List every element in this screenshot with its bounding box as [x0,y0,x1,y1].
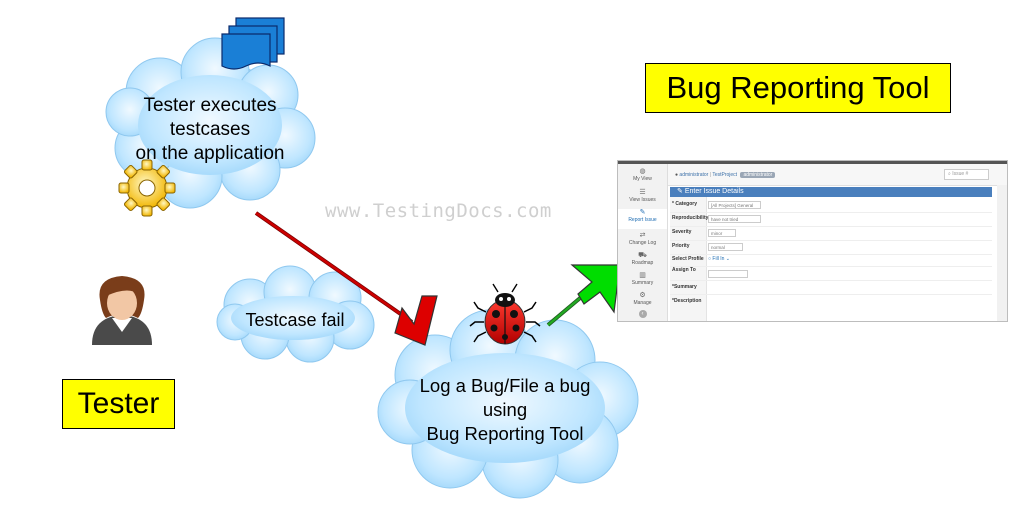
form-row-description: *Description [670,294,992,321]
field-label: Severity [672,229,692,235]
chevron-down-icon: ⌄ [725,256,730,262]
cloud-log-text: Log a Bug/File a bug using Bug Reporting… [395,374,615,446]
tester-label: Tester [62,379,175,429]
bar-chart-icon: ▥ [639,272,646,279]
sidebar-item-label: Change Log [628,240,657,246]
green-arrow [546,264,621,327]
issue-search-input[interactable]: ⌕ Issue # [944,169,989,180]
field-label: Select Profile [672,256,704,262]
breadcrumb-separator: | [709,172,713,178]
screenshot-header: ● administrator | TestProject administra… [668,164,1007,186]
sidebar-item-report-issue[interactable]: ✎ Report Issue [618,209,667,229]
list-icon: ☰ [639,189,646,196]
reproducibility-select[interactable]: have not tried [708,215,761,223]
fill-in-label: Fill In [712,256,725,262]
field-label: *Summary [672,284,697,290]
sidebar-collapse-button[interactable]: ‹ [618,310,667,318]
retweet-icon: ⇄ [639,232,646,239]
form-label-column [670,197,707,321]
cloud-log-line-1: Log a Bug/File a bug [419,375,591,396]
sidebar-item-change-log[interactable]: ⇄ Change Log [618,232,667,246]
sidebar-item-manage[interactable]: ⚙ Manage [618,292,667,306]
form-title-text: Enter Issue Details [684,188,744,195]
user-link[interactable]: administrator [679,172,709,178]
sidebar-item-label: Report Issue [628,217,657,223]
edit-icon: ✎ [677,188,683,195]
cloud-execute-line-3: on the application [135,143,285,164]
screenshot-sidebar: ◍ My View ☰ View Issues ✎ Report Issue ⇄… [618,164,668,321]
sidebar-item-label: Manage [633,300,652,306]
sidebar-item-label: My View [633,176,652,182]
role-badge: administrator [740,172,776,178]
form-row-profile: Select Profile ○ Fill In ⌄ [670,254,992,267]
cloud-log-line-2: using [482,399,528,420]
collapse-icon: ‹ [638,310,647,318]
field-label: Reproducibility [672,215,709,221]
form-row-reproducibility: Reproducibility have not tried [670,212,992,227]
search-icon: ⌕ [948,171,951,177]
road-icon: ⛟ [638,252,647,259]
ladybug-icon [469,283,541,345]
form-row-summary: *Summary [670,280,992,295]
title-label: Bug Reporting Tool [645,63,951,113]
cloud-log-line-3: Bug Reporting Tool [426,423,584,444]
screenshot-top-bar [618,161,1007,164]
field-label: * Category [672,201,698,207]
sidebar-item-summary[interactable]: ▥ Summary [618,272,667,286]
radio-icon: ○ [708,256,712,262]
user-icon: ● [675,172,679,178]
search-placeholder: Issue # [952,171,969,177]
cloud-log [377,309,639,499]
severity-select[interactable]: minor [708,229,736,237]
tester-avatar-icon [92,276,152,345]
cloud-execute-line-2: testcases [169,119,251,140]
watermark: www.TestingDocs.com [325,200,552,222]
field-label: Assign To [672,267,696,273]
form-row-category: * Category [All Projects] General [670,198,992,213]
cloud-execute-text: Tester executes testcases on the applica… [120,94,300,166]
screenshot-scrollbar[interactable] [997,185,1007,321]
field-label: *Description [672,298,702,304]
sidebar-item-label: View Issues [629,197,656,203]
cloud-fail [216,265,375,363]
form-row-assign: Assign To [670,266,992,281]
project-link[interactable]: TestProject [712,172,738,178]
sidebar-item-label: Summary [631,280,654,286]
cloud-fail-text: Testcase fail [245,310,345,330]
gear-icon [118,159,176,217]
form-row-severity: Severity minor [670,226,992,241]
fill-in-option[interactable]: ○ Fill In ⌄ [708,256,730,262]
assign-select[interactable] [708,270,748,278]
sidebar-item-roadmap[interactable]: ⛟ Roadmap [618,252,667,266]
form-title: ✎ Enter Issue Details [670,187,992,197]
red-arrow [254,211,438,346]
breadcrumb: ● administrator | TestProject administra… [675,172,776,178]
bug-tracker-screenshot: ◍ My View ☰ View Issues ✎ Report Issue ⇄… [617,160,1008,322]
documents-icon [221,17,285,70]
cloud-execute-line-1: Tester executes [143,95,277,116]
sidebar-item-view-issues[interactable]: ☰ View Issues [618,189,667,203]
form-row-priority: Priority normal [670,240,992,255]
gears-icon: ⚙ [639,292,646,299]
field-label: Priority [672,243,690,249]
sidebar-item-label: Roadmap [631,260,654,266]
cloud-execute [105,37,316,209]
priority-select[interactable]: normal [708,243,743,251]
category-select[interactable]: [All Projects] General [708,201,761,209]
dashboard-icon: ◍ [639,168,646,175]
sidebar-item-my-view[interactable]: ◍ My View [618,168,667,182]
edit-icon: ✎ [639,209,646,216]
